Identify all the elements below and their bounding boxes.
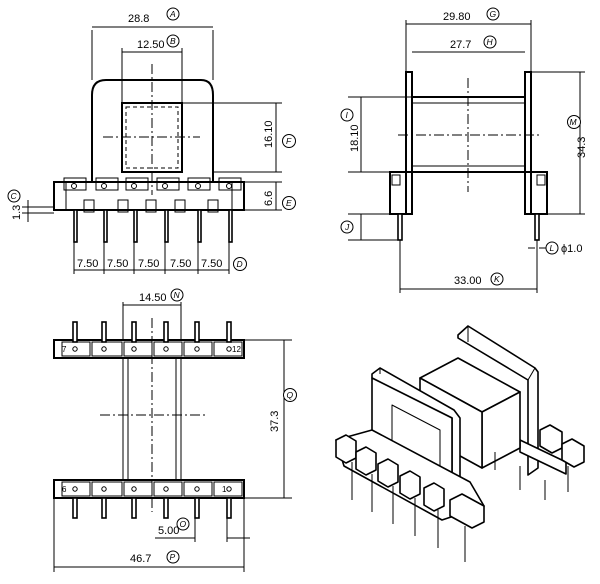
dim-a-letter: A: [169, 9, 176, 19]
dim-h-value: 27.7: [450, 39, 471, 51]
dim-b-value: 12.50: [137, 39, 165, 51]
dim-i-value: 18.10: [349, 124, 361, 152]
dim-f-value: 16.10: [263, 120, 275, 148]
dim-c-letter: C: [11, 191, 18, 201]
dim-g-letter: G: [490, 9, 497, 19]
dim-k-value: 33.00: [454, 275, 482, 287]
dim-p-letter: P: [170, 552, 176, 562]
side-view: 29.80 G 27.7 H 18.10 I J 34.3 M L ϕ1.0: [340, 7, 588, 293]
pin-number-bottom-right: 1: [222, 485, 227, 494]
dim-m-value: 34.3: [576, 137, 588, 158]
dim-b-letter: B: [170, 36, 176, 46]
dim-e-letter: E: [286, 198, 292, 208]
pin-number-top-right: 12: [232, 345, 241, 354]
pitch-label-1: 7.50: [77, 258, 98, 270]
pin-number-bottom-left: 6: [62, 485, 67, 494]
dim-l-value: ϕ1.0: [561, 243, 582, 255]
dim-h-letter: H: [487, 37, 494, 47]
dim-n-value: 14.50: [139, 292, 167, 304]
dim-i-letter: I: [346, 110, 349, 120]
dim-o-value: 5.00: [158, 525, 179, 537]
dim-c-value: 1.3: [11, 205, 23, 220]
dim-q-letter: Q: [287, 390, 294, 400]
dim-j-letter: J: [344, 222, 350, 232]
dim-n-letter: N: [174, 290, 181, 300]
dim-f-letter: F: [286, 136, 292, 146]
pitch-label-2: 7.50: [107, 258, 128, 270]
pitch-label-4: 7.50: [170, 258, 191, 270]
dim-a-value: 28.8: [128, 13, 149, 25]
dim-q-value: 37.3: [269, 411, 281, 432]
isometric-view: [335, 325, 585, 562]
dim-d-letter: D: [237, 259, 243, 269]
dim-g-value: 29.80: [443, 11, 471, 23]
pin-number-top-left: 7: [62, 345, 67, 354]
dim-e-value: 6.6: [263, 191, 275, 206]
dim-l-letter: L: [550, 243, 555, 253]
dim-o-letter: O: [180, 519, 187, 529]
pitch-label-3: 7.50: [138, 258, 159, 270]
bottom-view: 7 12 6 1 14.50 N 37.3 Q 5.00 O 46.7 P: [53, 288, 297, 572]
dim-p-value: 46.7: [130, 553, 151, 565]
dim-m-letter: M: [570, 117, 578, 127]
pitch-label-5: 7.50: [201, 258, 222, 270]
front-view: 28.8 A 12.50 B 16.10 F 6.6 E 1.3 C: [7, 7, 296, 274]
dim-k-letter: K: [494, 274, 500, 284]
